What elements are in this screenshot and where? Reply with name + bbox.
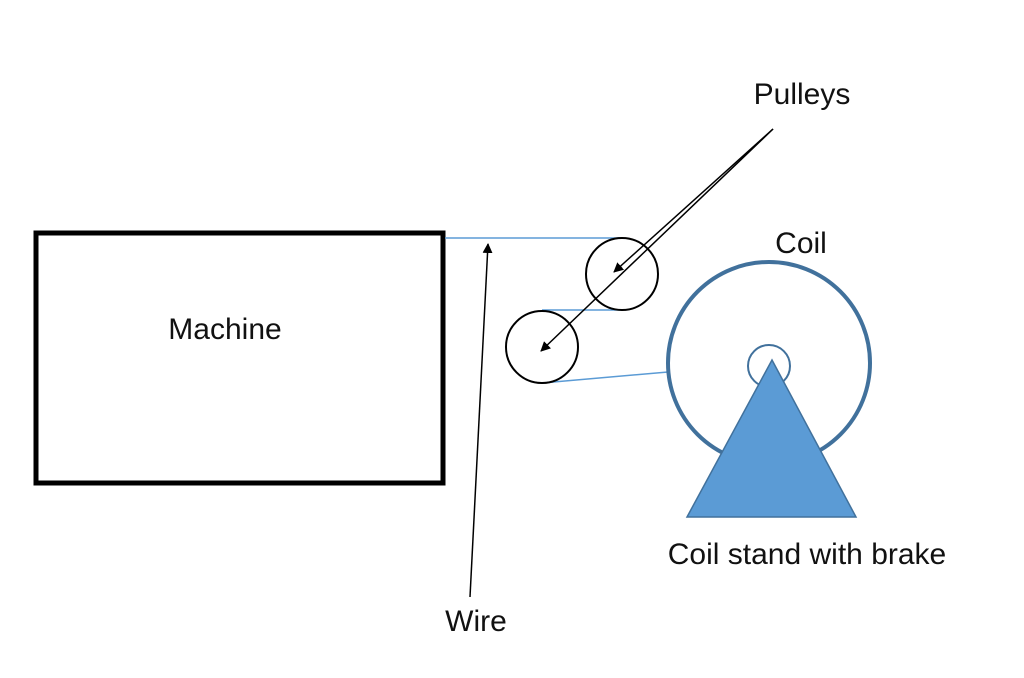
lower-pulley xyxy=(505,310,579,384)
pulleys-label: Pulleys xyxy=(754,78,851,111)
machine-label: Machine xyxy=(168,313,281,346)
wire-segment-pulley2-to-coil xyxy=(541,371,669,384)
upper-pulley xyxy=(585,237,659,311)
coil-label: Coil xyxy=(775,227,827,260)
pulleys-arrow-upper xyxy=(613,128,774,273)
coil-stand-label: Coil stand with brake xyxy=(668,538,946,571)
wire-label: Wire xyxy=(445,605,507,638)
pulleys-arrow-lower xyxy=(540,128,774,352)
machine-box xyxy=(33,230,446,486)
wire-arrow xyxy=(469,243,493,598)
coil-stand-triangle xyxy=(685,358,858,518)
wire xyxy=(445,237,669,384)
